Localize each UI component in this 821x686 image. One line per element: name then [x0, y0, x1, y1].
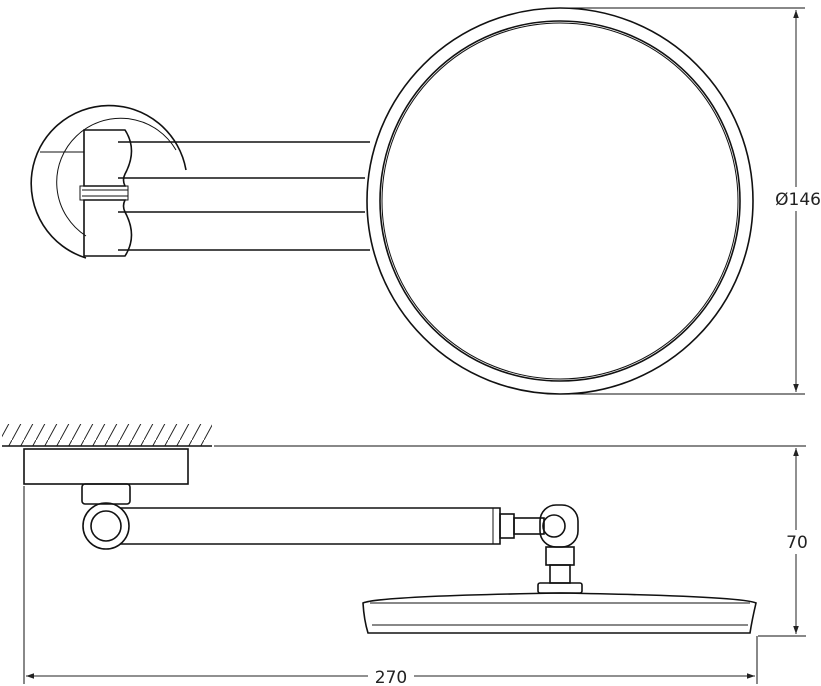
swing-arm-upper [118, 141, 370, 179]
wall-flange-side [23, 448, 189, 485]
hinge-side [81, 483, 131, 550]
projection-label: 270 [375, 668, 407, 686]
arm-side [120, 507, 545, 545]
depth-label: 70 [786, 533, 808, 553]
mirror-front [366, 7, 754, 395]
swivel-joint-side [537, 504, 583, 594]
swing-arm-lower [118, 211, 370, 251]
depth-dimension: 70 [214, 445, 814, 637]
mirror-diameter-label: Ø146 [775, 190, 821, 210]
hinge-block-front [79, 129, 133, 257]
front-view: Ø146 [30, 7, 821, 395]
mirror-side [362, 592, 757, 634]
side-view: 70 270 [2, 424, 814, 686]
projection-dimension: 270 [23, 486, 758, 686]
wall-flange-front [30, 104, 187, 259]
diameter-dimension: Ø146 [560, 7, 821, 395]
wall-hatching [2, 424, 212, 447]
